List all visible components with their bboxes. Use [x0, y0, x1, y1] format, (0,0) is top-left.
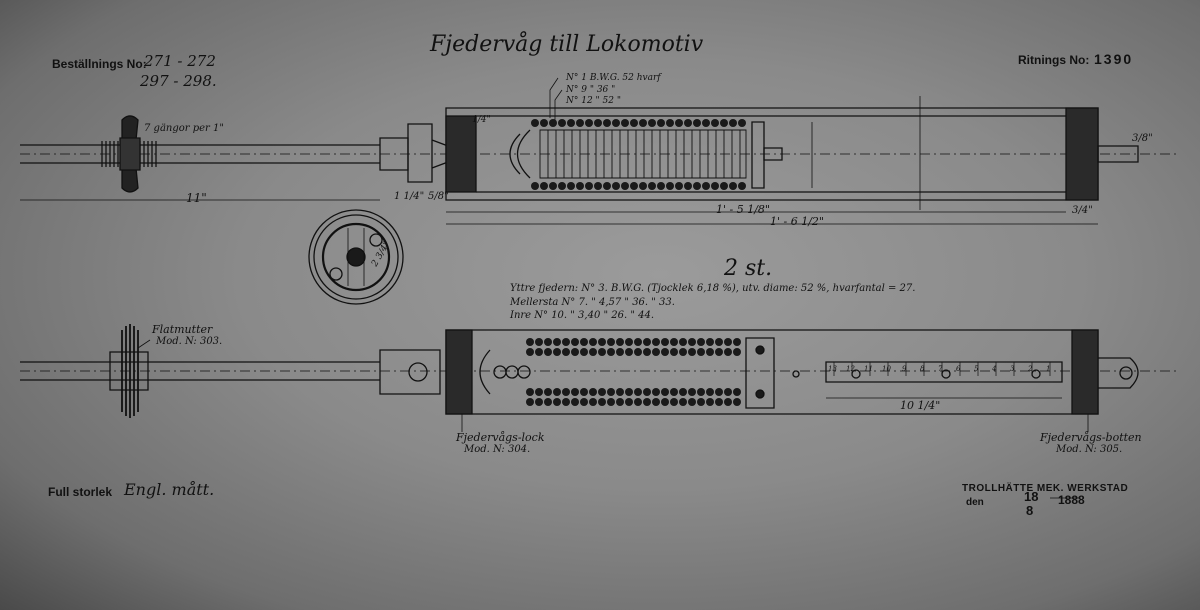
maker-name: TROLLHÄTTE MEK. WERKSTAD	[962, 483, 1129, 494]
maker-month: 8	[1026, 503, 1034, 518]
bottom-view	[20, 324, 1180, 498]
drawing-no-value: 1390	[1094, 51, 1134, 67]
dim-d1: 1 1/4"	[394, 191, 425, 202]
cap-flange	[408, 124, 432, 182]
flat-nut-knurl	[122, 324, 138, 418]
scale-tick-label: 6	[956, 365, 961, 373]
scale-tick-label: 5	[974, 365, 979, 373]
spring-plate	[752, 122, 764, 188]
handle-hub	[120, 138, 140, 170]
scale-tick-label: 1	[1046, 365, 1051, 373]
end-view-hub	[347, 248, 365, 266]
cap-block	[380, 350, 440, 394]
dim-d4: 1' - 6 1/2"	[770, 215, 824, 228]
wire-label-3: N° 12 " 52 "	[566, 96, 622, 106]
housing-right-cap	[1066, 108, 1098, 200]
inner-spring-hatch	[540, 130, 746, 178]
spring-spec-outer: Yttre fjedern: N° 3. B.W.G. (Tjocklek 6,…	[510, 283, 916, 294]
flat-nut-outline	[110, 352, 148, 390]
cap-bore	[409, 363, 427, 381]
spring-spec-inner: Inre N° 10. " 3,40 " 26. " 44.	[510, 310, 655, 321]
handle-bottom	[122, 168, 138, 192]
part-lock: Fjedervågs-lock	[456, 431, 545, 444]
dim-d2: 5/8"	[428, 191, 449, 202]
dim-small-2: 1/4"	[472, 115, 491, 125]
part-lock-mod: Mod. N: 304.	[464, 444, 531, 455]
lower-spring-top	[526, 338, 741, 356]
piston-rod	[764, 148, 782, 160]
scale-tick-label: 4	[992, 365, 997, 373]
part-botten-mod: Mod. N: 305.	[1056, 444, 1123, 455]
scale-tick-label: 3	[1010, 365, 1015, 373]
lower-spring-plate	[746, 338, 774, 408]
scale-tick-label: 13	[828, 365, 837, 373]
drawing-title: Fjedervåg till Lokomotiv	[430, 32, 704, 57]
scale-tick-label: 8	[920, 365, 925, 373]
handle-top	[122, 116, 138, 140]
dim-rod-length-label: 11"	[186, 191, 207, 205]
scale-tick-label: 2	[1028, 365, 1033, 373]
spring-bottom-coils	[531, 182, 746, 190]
spring-spec-middle: Mellersta N° 7. " 4,57 " 36. " 33.	[510, 297, 675, 308]
hook-eye	[1098, 358, 1138, 388]
drawing-no-label: Ritnings No:	[1018, 53, 1090, 67]
order-numbers-2: 297 - 298.	[140, 72, 217, 90]
scale-units: Engl. mått.	[124, 480, 215, 499]
scale-tick-label: 7	[938, 365, 943, 373]
lower-right-cap	[1072, 330, 1098, 414]
end-view-outer	[309, 210, 403, 304]
lower-left-cap	[446, 330, 472, 414]
maker-day: 18	[1024, 489, 1039, 504]
dim-d5: 3/4"	[1072, 205, 1093, 216]
scale-tick-label: 12	[846, 365, 855, 373]
dim-small-1: 3/8"	[1132, 133, 1153, 144]
quantity: 2 st.	[724, 256, 773, 281]
top-view	[20, 78, 1180, 224]
part-flatmutter: Flatmutter	[152, 323, 213, 336]
housing-left-cap	[446, 116, 476, 192]
maker-year: 1888	[1058, 493, 1085, 507]
order-label: Beställnings No:	[52, 57, 147, 71]
scale-bar	[826, 362, 1062, 382]
part-botten: Fjedervågs-botten	[1040, 431, 1142, 444]
scale-tick-label: 9	[902, 365, 907, 373]
scale-tick-label: 10	[882, 365, 891, 373]
scale-ticks	[834, 362, 1050, 376]
scale-tick-label: 11	[864, 365, 873, 373]
end-view	[309, 210, 403, 304]
wire-label-2: N° 9 " 36 "	[566, 85, 616, 95]
part-flatmutter-mod: Mod. N: 303.	[156, 336, 223, 347]
thread-note: 7 gängor per 1"	[144, 123, 224, 134]
lower-housing	[446, 330, 1098, 414]
scale-length-label: 10 1/4"	[900, 399, 941, 412]
spring-top-coils	[531, 119, 746, 127]
scale-label: Full storlek	[48, 485, 113, 499]
dim-d3: 1' - 5 1/8"	[716, 203, 770, 216]
wire-label-1: N° 1 B.W.G. 52 hvarf	[566, 73, 661, 83]
maker-date-prefix: den	[966, 497, 984, 508]
lower-spring-bottom	[526, 388, 741, 406]
order-numbers: 271 - 272	[144, 52, 216, 70]
hook-rod	[1098, 146, 1138, 162]
spring-end-arc	[518, 130, 531, 178]
